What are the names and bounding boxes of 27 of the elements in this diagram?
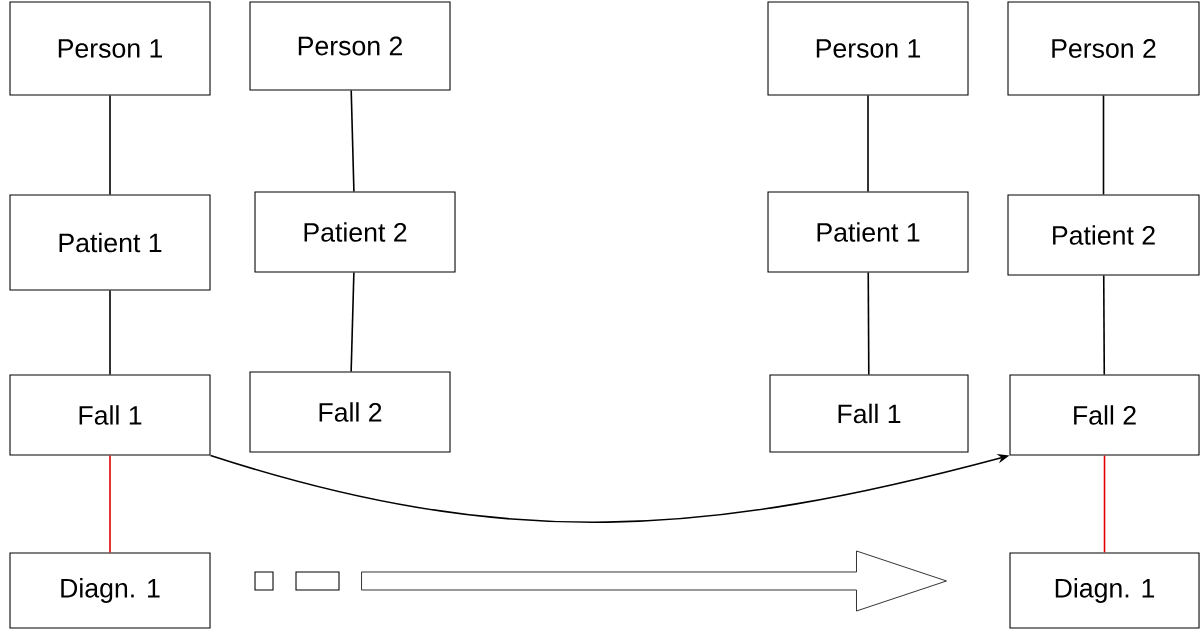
record-box: Patient 2 bbox=[254, 191, 456, 273]
record-box: Diagn. 1 bbox=[9, 552, 211, 629]
record-box: Patient 2 bbox=[1007, 194, 1200, 276]
connector-line bbox=[867, 271, 870, 376]
small-box bbox=[295, 571, 340, 591]
block-arrow bbox=[361, 550, 947, 612]
connector-line bbox=[867, 94, 869, 193]
connector-line bbox=[109, 454, 111, 554]
record-box: Person 2 bbox=[249, 1, 451, 91]
record-box: Patient 1 bbox=[9, 194, 211, 291]
connector-line bbox=[109, 94, 111, 196]
record-box: Fall 1 bbox=[9, 374, 211, 456]
connector-line bbox=[109, 289, 111, 376]
record-box: Fall 2 bbox=[1009, 374, 1200, 456]
connector-line bbox=[350, 89, 355, 193]
connector-line bbox=[350, 271, 355, 373]
connector-line bbox=[1103, 454, 1106, 554]
record-box: Patient 1 bbox=[767, 191, 969, 273]
small-box bbox=[254, 571, 274, 591]
record-box: Person 2 bbox=[1007, 1, 1200, 96]
record-box: Fall 1 bbox=[769, 374, 969, 453]
record-box: Person 1 bbox=[9, 1, 211, 96]
connector-line bbox=[1102, 94, 1105, 196]
record-box: Person 1 bbox=[767, 1, 969, 96]
connector-line bbox=[1102, 274, 1106, 376]
record-box: Fall 2 bbox=[249, 371, 451, 453]
record-box: Diagn. 1 bbox=[1009, 552, 1200, 629]
